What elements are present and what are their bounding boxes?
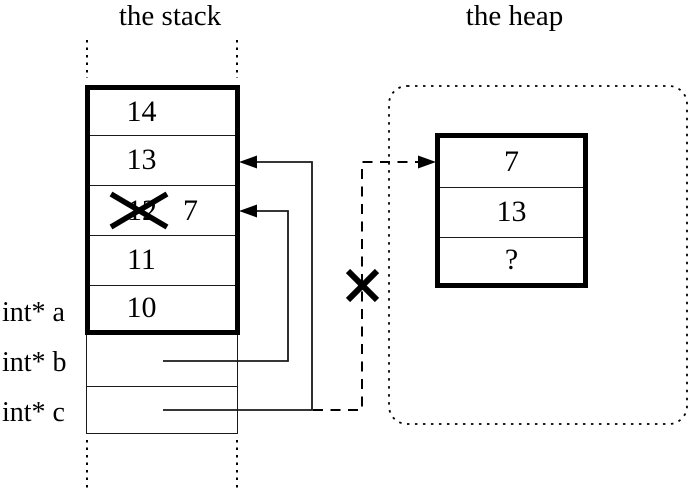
pointer-b-arrowhead-icon <box>239 204 257 218</box>
heap-array-box: 7 13 ? <box>435 133 588 288</box>
pointer-label-c: int* c <box>2 397 65 428</box>
stack-cell-11: 11 <box>90 235 235 285</box>
dangling-pointer-arrowhead-icon <box>418 155 436 169</box>
dangling-pointer-dashed-arrow <box>313 161 418 411</box>
heap-cell-7: 7 <box>504 145 519 178</box>
heap-title: the heap <box>465 0 564 32</box>
stack-title: the stack <box>118 0 222 32</box>
stack-cell-old-value: 12 <box>127 193 157 227</box>
stack-row-pointer-c <box>85 387 238 434</box>
pointer-label-a: int* a <box>2 297 65 328</box>
stack-row-pointer-b <box>85 335 238 387</box>
stack-cell-14: 14 <box>126 95 157 128</box>
link-broken-cross-icon <box>345 268 380 303</box>
stack-cell-13: 13 <box>90 135 235 185</box>
stack-array-box: 14 13 12 7 11 10 <box>85 85 240 335</box>
heap-cell-unknown: ? <box>440 237 583 283</box>
stack-cell-12-overwritten: 12 7 <box>90 185 235 235</box>
pointer-c-arrowhead-icon <box>239 155 257 169</box>
pointer-label-b: int* b <box>2 347 67 378</box>
heap-cell-13: 13 <box>440 187 583 237</box>
stack-cell-10: 10 <box>90 285 235 330</box>
stack-cell-new-value: 7 <box>183 193 198 227</box>
